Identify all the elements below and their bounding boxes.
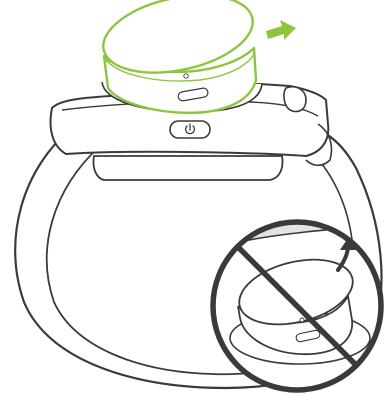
inset-puck-led <box>300 318 304 322</box>
puck-device-highlighted <box>96 0 260 113</box>
puck-led <box>184 74 188 78</box>
band-recess <box>93 156 282 180</box>
arrow-right-icon <box>266 20 296 40</box>
strap-side-clip <box>284 87 306 112</box>
